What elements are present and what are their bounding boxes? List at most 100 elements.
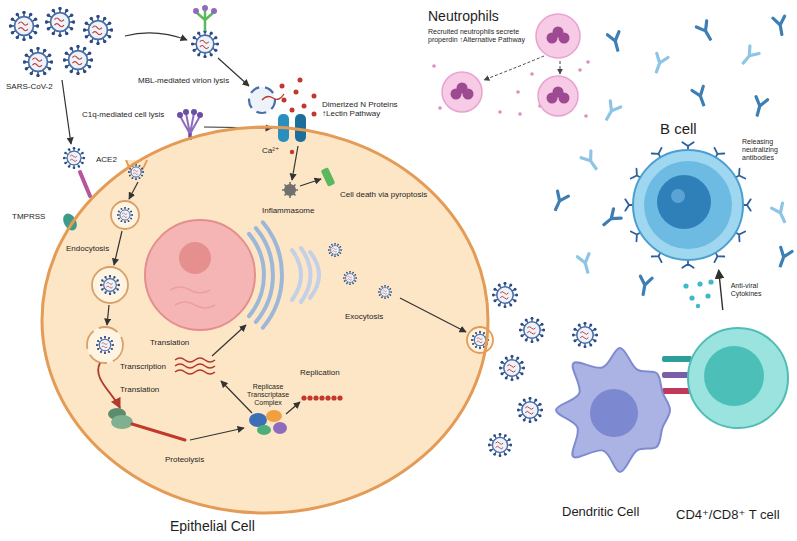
antibodies bbox=[607, 32, 623, 52]
mbl-virion bbox=[191, 30, 219, 58]
properdin-dots bbox=[530, 72, 534, 76]
n-protein-dots bbox=[312, 112, 317, 117]
annotation-label: Inflammasome bbox=[262, 206, 314, 215]
properdin-dots bbox=[498, 110, 502, 114]
viral-rna bbox=[175, 358, 215, 374]
annotation-text: Recruited neutrophils secrete properdin … bbox=[428, 28, 528, 44]
text-holder: Replicase Transcriptase Complex bbox=[238, 383, 298, 407]
process-arrows bbox=[114, 231, 122, 265]
released-virions bbox=[499, 355, 525, 381]
recruitment-arrows bbox=[560, 61, 561, 74]
antibodies bbox=[550, 16, 792, 296]
text-holder: C1q-mediated cell lysis bbox=[82, 110, 164, 119]
virus-cluster bbox=[83, 15, 113, 45]
annotation-label: Translation bbox=[120, 385, 159, 394]
annotation-label: Cell death via pyroptosis bbox=[340, 190, 427, 199]
b-cell-receptors bbox=[736, 231, 746, 241]
properdin-dots bbox=[518, 112, 522, 116]
virus-cluster bbox=[23, 47, 53, 77]
cytokine-dots bbox=[696, 304, 700, 308]
text-holder: ACE2 bbox=[96, 155, 117, 164]
antibodies bbox=[600, 209, 622, 230]
process-arrows bbox=[129, 182, 138, 199]
golgi-apparatus bbox=[292, 248, 319, 302]
replicated-genome bbox=[325, 395, 330, 400]
n-protein-dots bbox=[290, 108, 295, 113]
text-holder: Replication bbox=[300, 368, 340, 377]
released-virions bbox=[488, 433, 512, 457]
virus-cluster bbox=[9, 11, 39, 41]
virus-cluster bbox=[9, 7, 113, 77]
antibodies bbox=[581, 151, 601, 173]
properdin-dots bbox=[586, 60, 590, 64]
ace2-receptor bbox=[80, 172, 90, 196]
virus-cluster bbox=[45, 7, 75, 37]
cell-membrane bbox=[42, 127, 488, 513]
gasdermin-pore bbox=[321, 167, 336, 187]
node-outline bbox=[590, 389, 638, 437]
annotation-label: Replication bbox=[300, 368, 340, 377]
t-cell: CD4⁺/CD8⁺ T cell bbox=[676, 310, 792, 530]
text-holder: Translation bbox=[120, 385, 159, 394]
assembled-virions bbox=[378, 285, 392, 299]
process-arrows bbox=[125, 33, 187, 40]
n-protein-dots bbox=[302, 104, 307, 109]
b-cell-receptors bbox=[682, 260, 693, 268]
node-outline bbox=[40, 125, 490, 515]
annotation-label: Ca²⁺ bbox=[262, 146, 279, 155]
lysed-virion bbox=[249, 87, 284, 113]
cell-heading: Neutrophils bbox=[428, 8, 499, 24]
b-cell-receptors bbox=[682, 142, 693, 150]
b-cell-receptors bbox=[625, 142, 750, 267]
ace2-receptor bbox=[63, 147, 90, 196]
text-holder: SARS-CoV-2 bbox=[6, 82, 53, 91]
n-protein-dots bbox=[294, 90, 299, 95]
annotation-label: SARS-CoV-2 bbox=[6, 82, 53, 91]
replicated-genome bbox=[307, 395, 312, 400]
text-holder: Endocytosis bbox=[66, 244, 109, 253]
recruitment-arrows bbox=[484, 56, 544, 80]
replicase-complex bbox=[273, 422, 287, 434]
node-outline bbox=[548, 305, 676, 525]
text-holder: Ca²⁺ bbox=[262, 146, 279, 155]
n-protein-dots bbox=[280, 84, 285, 89]
text-holder: Neutrophils bbox=[428, 8, 499, 24]
c1q-complex bbox=[197, 112, 203, 118]
endoplasmic-reticulum bbox=[263, 222, 282, 327]
ribosome bbox=[108, 408, 133, 429]
c1q-complex bbox=[177, 112, 183, 118]
endosome-virions bbox=[96, 336, 114, 354]
node-outline bbox=[633, 150, 743, 260]
c1q-complex bbox=[191, 109, 197, 115]
viral-rna bbox=[98, 358, 215, 440]
annotation-label: Endocytosis bbox=[66, 244, 109, 253]
properdin-dots bbox=[432, 60, 590, 118]
node-outline bbox=[688, 328, 788, 428]
properdin-dots bbox=[516, 90, 520, 94]
neutrophil-cells bbox=[538, 76, 578, 116]
b-cell-receptors bbox=[631, 169, 641, 179]
golgi-apparatus bbox=[310, 252, 319, 298]
antibodies bbox=[577, 254, 593, 274]
cell-heading: B cell bbox=[660, 120, 697, 137]
text-holder: Translation bbox=[150, 338, 189, 347]
assembled-virions bbox=[343, 271, 357, 285]
text-holder: Releasing neutralizing antibodies bbox=[742, 138, 790, 162]
neutrophil-cells bbox=[442, 72, 482, 112]
n-protein-dots bbox=[298, 78, 303, 83]
cytokine-dots bbox=[689, 295, 694, 300]
released-virions bbox=[519, 317, 545, 343]
antibodies bbox=[550, 191, 568, 212]
assembled-virions bbox=[328, 243, 392, 299]
node-outline bbox=[704, 346, 764, 406]
annotation-label: Exocytosis bbox=[345, 312, 383, 321]
text-holder: TMPRSS bbox=[12, 212, 45, 221]
replicated-genome bbox=[301, 395, 306, 400]
annotation-label: Proteolysis bbox=[165, 455, 204, 464]
cytoplasm bbox=[42, 127, 488, 513]
annotation-label: Replicase Transcriptase Complex bbox=[238, 383, 298, 407]
mbl-virion bbox=[193, 8, 199, 14]
process-arrows bbox=[107, 305, 109, 325]
